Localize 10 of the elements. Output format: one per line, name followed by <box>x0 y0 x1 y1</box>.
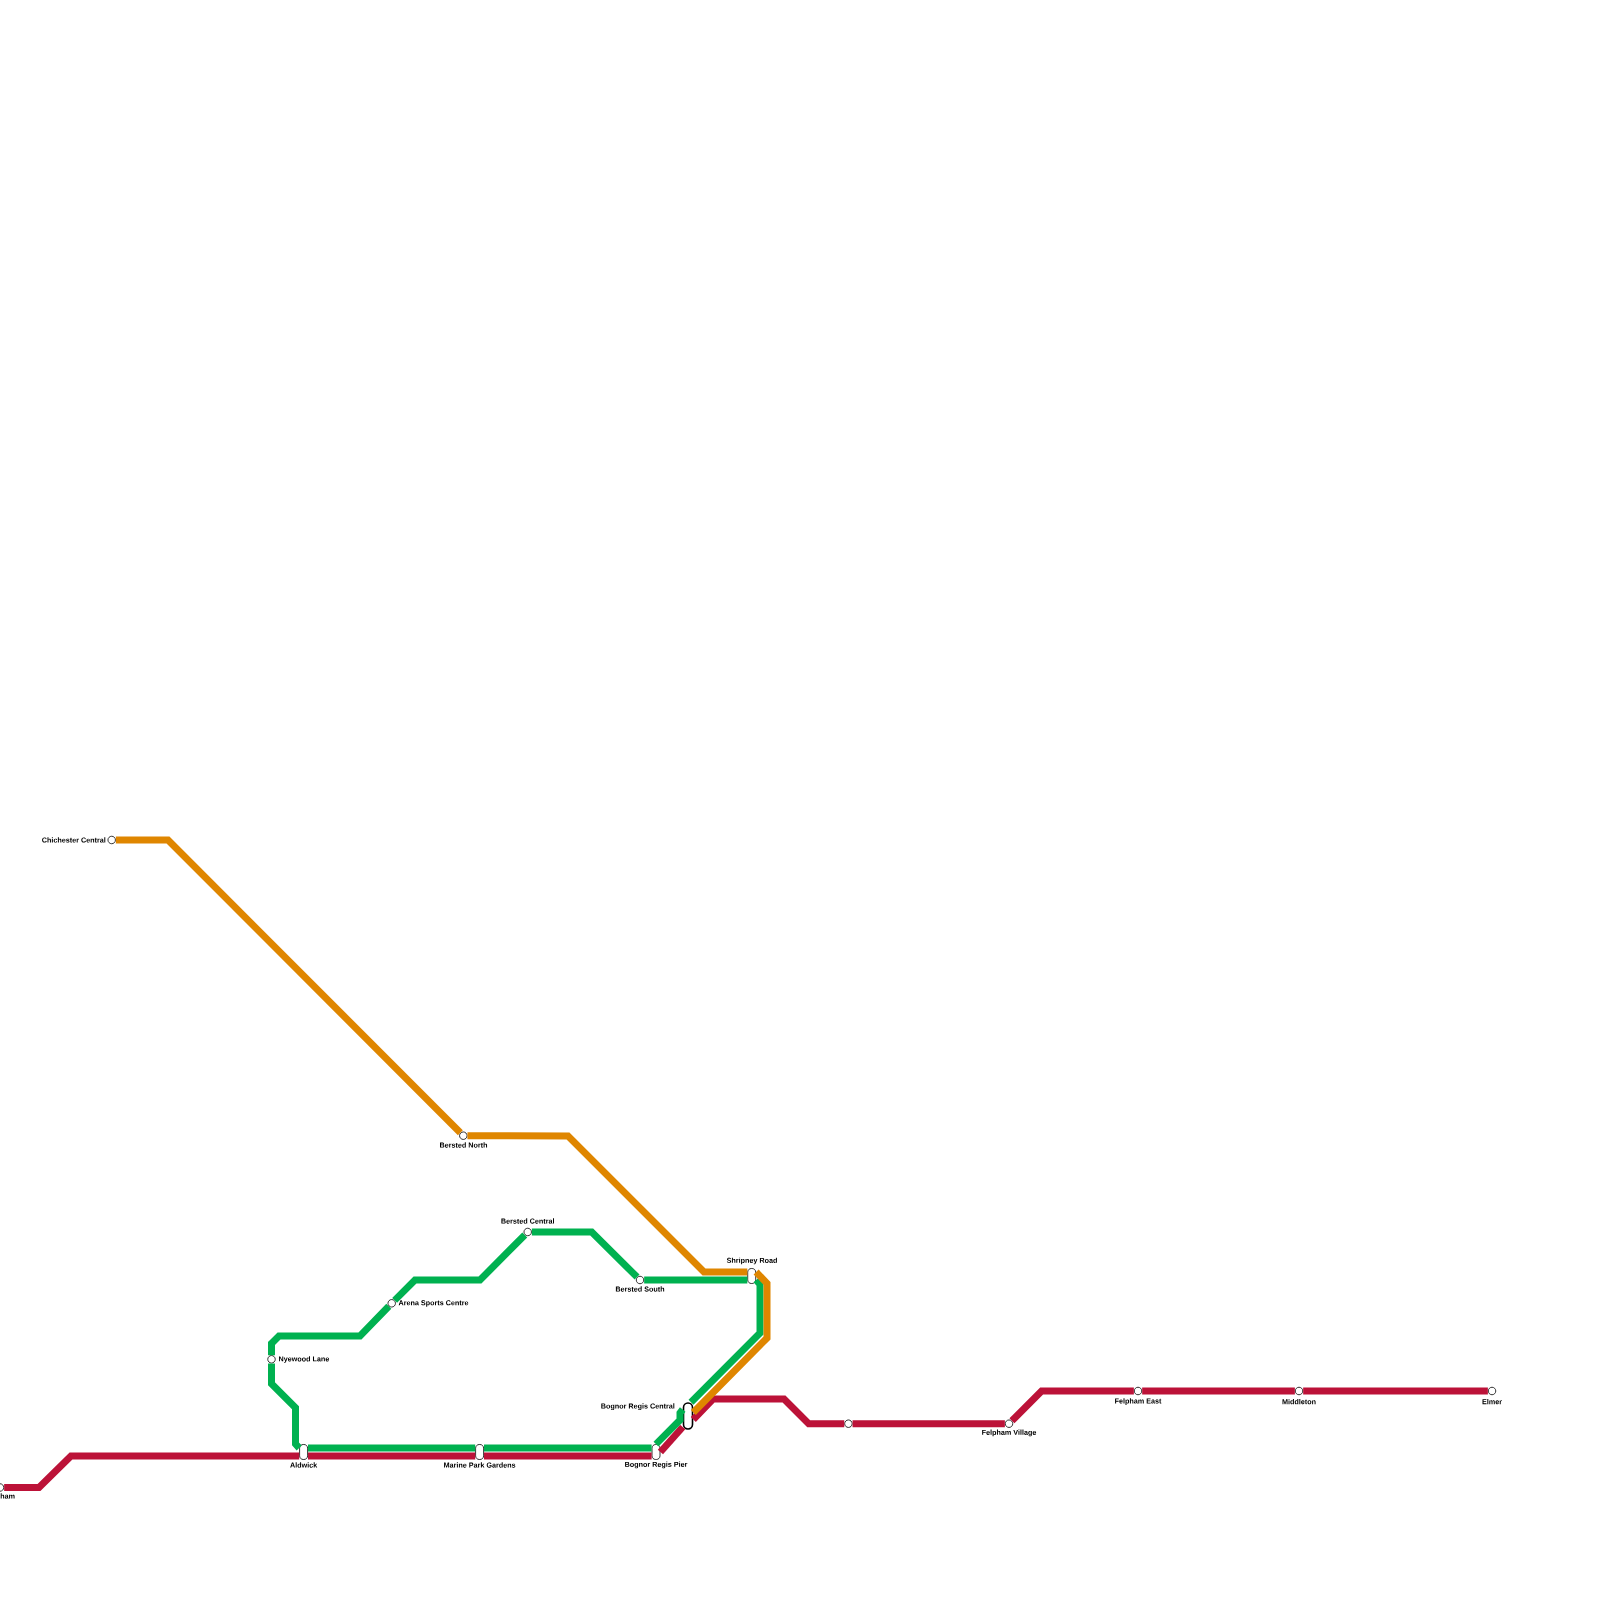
route-line <box>392 1232 528 1303</box>
route-line <box>531 1228 640 1280</box>
route-line <box>690 1395 845 1428</box>
route-line <box>115 836 463 1136</box>
station-marker <box>844 1419 853 1428</box>
route-line <box>268 1303 392 1356</box>
route-line <box>653 1407 686 1447</box>
route-line <box>690 1269 771 1415</box>
route-line <box>688 1277 764 1405</box>
route-line <box>657 1424 686 1455</box>
